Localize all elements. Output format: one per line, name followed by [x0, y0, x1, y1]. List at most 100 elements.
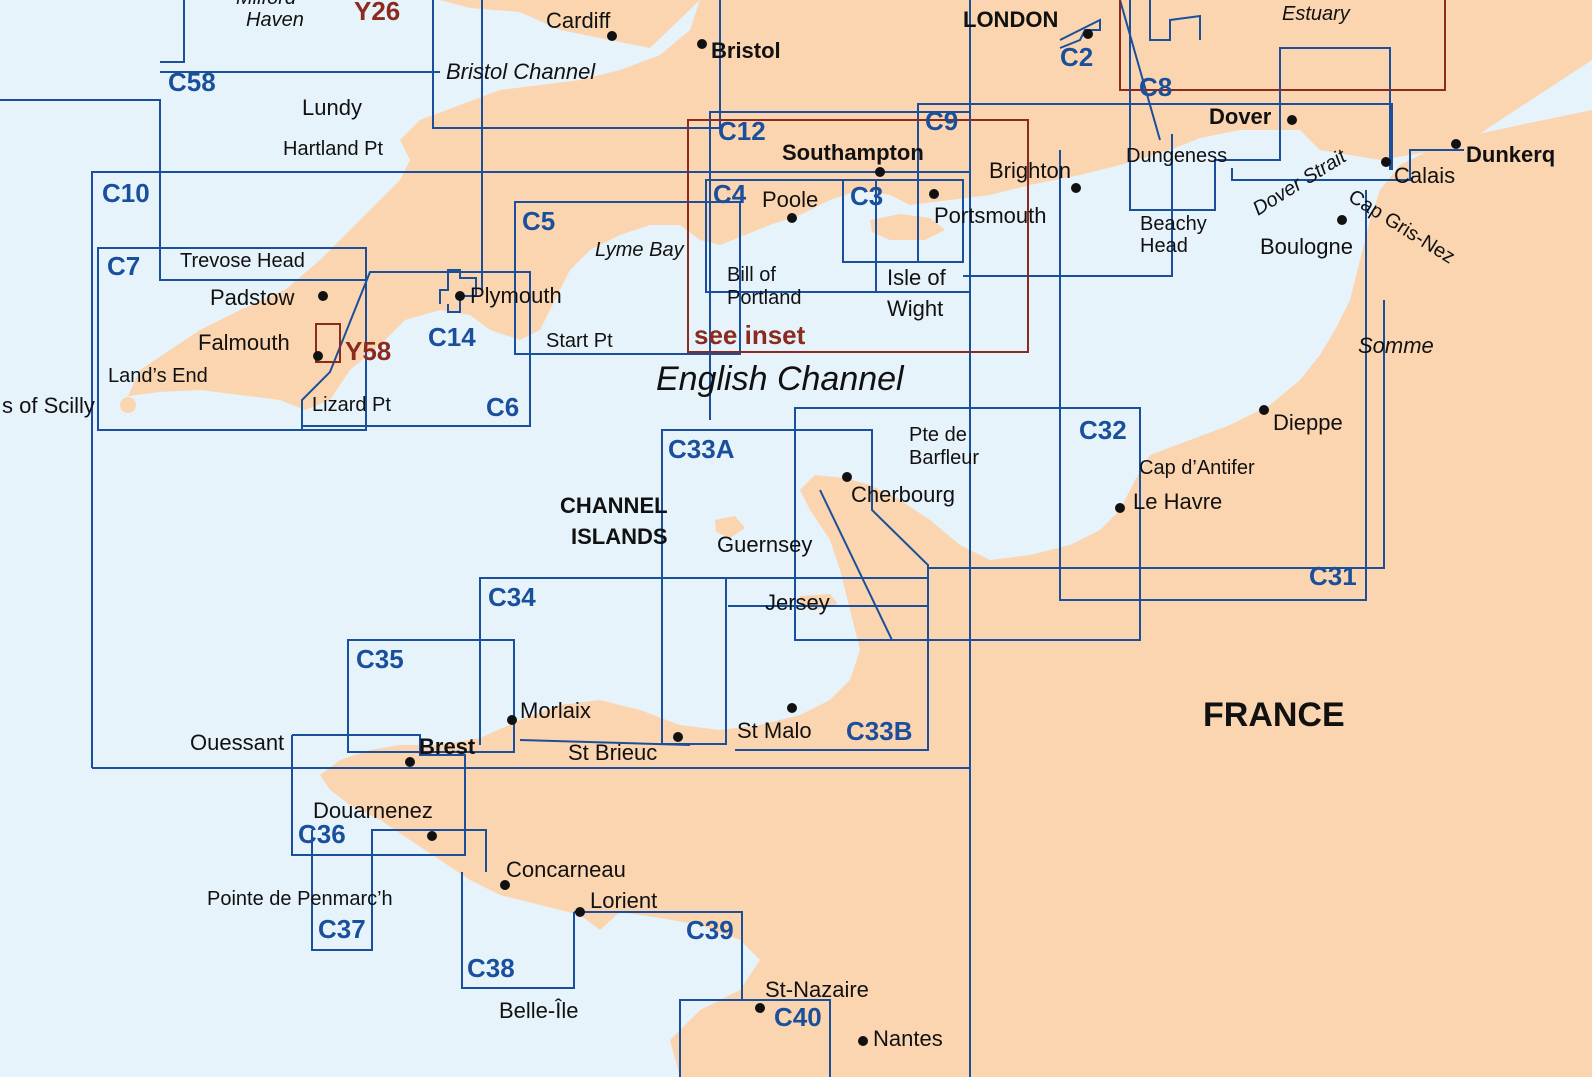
dot-st-malo [787, 703, 797, 713]
code-C39[interactable]: C39 [686, 915, 734, 945]
code-C7[interactable]: C7 [107, 251, 140, 281]
label-dungeness: Dungeness [1126, 145, 1227, 167]
code-Y58[interactable]: Y58 [345, 336, 391, 366]
dot-nantes [858, 1036, 868, 1046]
dot-cherbourg [842, 472, 852, 482]
label-southampton: Southampton [782, 140, 924, 165]
label-morlaix: Morlaix [520, 698, 591, 723]
boundary-C40 [680, 999, 831, 1077]
label-milford-haven-l1: Milford [236, 0, 297, 9]
dot-lorient [575, 907, 585, 917]
label-bristol-channel: Bristol Channel [446, 59, 596, 84]
label-bill-of-portland-l2: Portland [727, 287, 802, 309]
code-C37[interactable]: C37 [318, 914, 366, 944]
label-dunkerque: Dunkerq [1466, 142, 1555, 167]
code-C58[interactable]: C58 [168, 67, 216, 97]
boundary-C31-east [928, 300, 1385, 569]
inset-box-thames [1119, 0, 1446, 91]
code-C14[interactable]: C14 [428, 322, 476, 352]
label-lundy: Lundy [302, 95, 362, 120]
label-bill-of-portland-l1: Bill of [727, 264, 776, 286]
boundary-C36 [291, 734, 466, 856]
code-C36[interactable]: C36 [298, 819, 346, 849]
code-C3[interactable]: C3 [850, 181, 883, 211]
dot-southampton [875, 167, 885, 177]
label-trevose-head: Trevose Head [180, 250, 305, 272]
boundary-dover-strait [1231, 149, 1464, 181]
land-england [128, 0, 1592, 410]
boundary-C4 [705, 179, 877, 293]
label-english-channel: English Channel [656, 360, 905, 398]
code-C5[interactable]: C5 [522, 206, 555, 236]
label-padstow: Padstow [210, 285, 294, 310]
label-beachy-head-l1: Beachy [1140, 213, 1207, 235]
label-lorient: Lorient [590, 888, 657, 913]
code-C38[interactable]: C38 [467, 953, 515, 983]
label-douarnenez: Douarnenez [313, 798, 433, 823]
dot-st-nazaire [755, 1003, 765, 1013]
boundary-C35 [347, 639, 515, 753]
label-estuary: Estuary [1282, 3, 1351, 25]
dot-morlaix [507, 715, 517, 725]
dot-brest [405, 757, 415, 767]
label-ouessant: Ouessant [190, 730, 284, 755]
boundary-C38 [461, 872, 575, 989]
dot-concarneau [500, 880, 510, 890]
label-belle-ile: Belle-Île [499, 998, 578, 1023]
boundary-C6 [301, 271, 531, 430]
dot-falmouth [313, 351, 323, 361]
dot-poole [787, 213, 797, 223]
dot-brighton [1071, 183, 1081, 193]
boundary-C9 [917, 103, 1393, 262]
code-C33B[interactable]: C33B [846, 716, 912, 746]
code-C35[interactable]: C35 [356, 644, 404, 674]
boundary-C32 [794, 407, 1141, 641]
code-Y26[interactable]: Y26 [354, 0, 400, 26]
code-C10[interactable]: C10 [102, 178, 150, 208]
code-C31[interactable]: C31 [1309, 561, 1357, 591]
boundary-C37 [311, 829, 487, 951]
label-brighton: Brighton [989, 158, 1071, 183]
boundary-C8 [1129, 0, 1391, 211]
label-milford-haven-l2: Haven [246, 9, 304, 31]
boundary-C9-bottom [963, 134, 1173, 277]
land-layer [120, 0, 1592, 1077]
label-brest: Brest [419, 734, 476, 759]
code-C33A[interactable]: C33A [668, 434, 735, 464]
boundary-C34 [479, 577, 928, 745]
label-isle-of-wight-l1: Isle of [887, 265, 947, 290]
label-portsmouth: Portsmouth [934, 203, 1047, 228]
boundary-C8-kent [1119, 0, 1161, 141]
label-lands-end: Land’s End [108, 365, 208, 387]
label-boulogne: Boulogne [1260, 234, 1353, 259]
code-C2[interactable]: C2 [1060, 42, 1093, 72]
dot-padstow [318, 291, 328, 301]
code-C6[interactable]: C6 [486, 392, 519, 422]
boundary-C33A [661, 429, 929, 751]
code-C34[interactable]: C34 [488, 582, 536, 612]
label-lyme-bay: Lyme Bay [595, 239, 685, 261]
boundary-C2 [1059, 18, 1101, 49]
label-pointe-de-penmarch: Pointe de Penmarc’h [207, 888, 393, 910]
label-isles-of-scilly: s of Scilly [2, 393, 95, 418]
code-C40[interactable]: C40 [774, 1002, 822, 1032]
code-C12[interactable]: C12 [718, 116, 766, 146]
code-C32[interactable]: C32 [1079, 415, 1127, 445]
label-cap-dantifer: Cap d’Antifer [1139, 457, 1255, 479]
label-pte-de-barfleur-l1: Pte de [909, 424, 967, 446]
boundary-Y26 [432, 0, 721, 129]
label-dieppe: Dieppe [1273, 410, 1343, 435]
code-C4[interactable]: C4 [713, 179, 747, 209]
code-C9[interactable]: C9 [925, 106, 958, 136]
label-st-malo: St Malo [737, 718, 812, 743]
dot-cardiff [607, 31, 617, 41]
label-plymouth: Plymouth [470, 283, 562, 308]
boundary-C7 [97, 247, 367, 431]
code-C8[interactable]: C8 [1139, 72, 1172, 102]
dot-dover [1287, 115, 1297, 125]
dot-st-brieuc [673, 732, 683, 742]
